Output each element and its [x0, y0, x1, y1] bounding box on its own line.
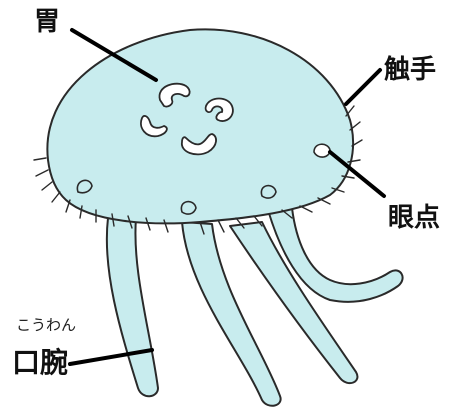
- marginal-tentacles: [33, 105, 363, 235]
- oral-arms: [105, 207, 404, 407]
- stomach-lobe-3: [140, 115, 168, 138]
- oral-arm-middle: [181, 221, 282, 407]
- leader-line-eyespot: [328, 150, 386, 198]
- jellyfish-bell: [46, 28, 354, 225]
- oral-arm-right: [229, 221, 359, 385]
- label-tentacle: 触手: [384, 55, 436, 85]
- eyespot: [313, 143, 331, 158]
- label-stomach: 胃: [34, 7, 60, 37]
- leader-line-stomach: [70, 28, 158, 82]
- oral-arm-far-right: [267, 207, 404, 303]
- leader-lines: [68, 28, 386, 366]
- label-oral-arm-reading: こうわん: [16, 316, 76, 334]
- stomach-lobe-4: [181, 133, 217, 156]
- oral-arm-left: [105, 217, 159, 398]
- leader-line-oral-arm: [68, 348, 154, 366]
- stomach: [140, 82, 234, 156]
- leader-line-tentacle: [344, 68, 382, 106]
- label-eyespot: 眼点: [388, 202, 440, 233]
- stomach-lobe-1: [158, 82, 191, 108]
- label-oral-arm: 口腕: [12, 346, 68, 379]
- rim-notches: [76, 179, 277, 215]
- stomach-lobe-2: [204, 97, 234, 122]
